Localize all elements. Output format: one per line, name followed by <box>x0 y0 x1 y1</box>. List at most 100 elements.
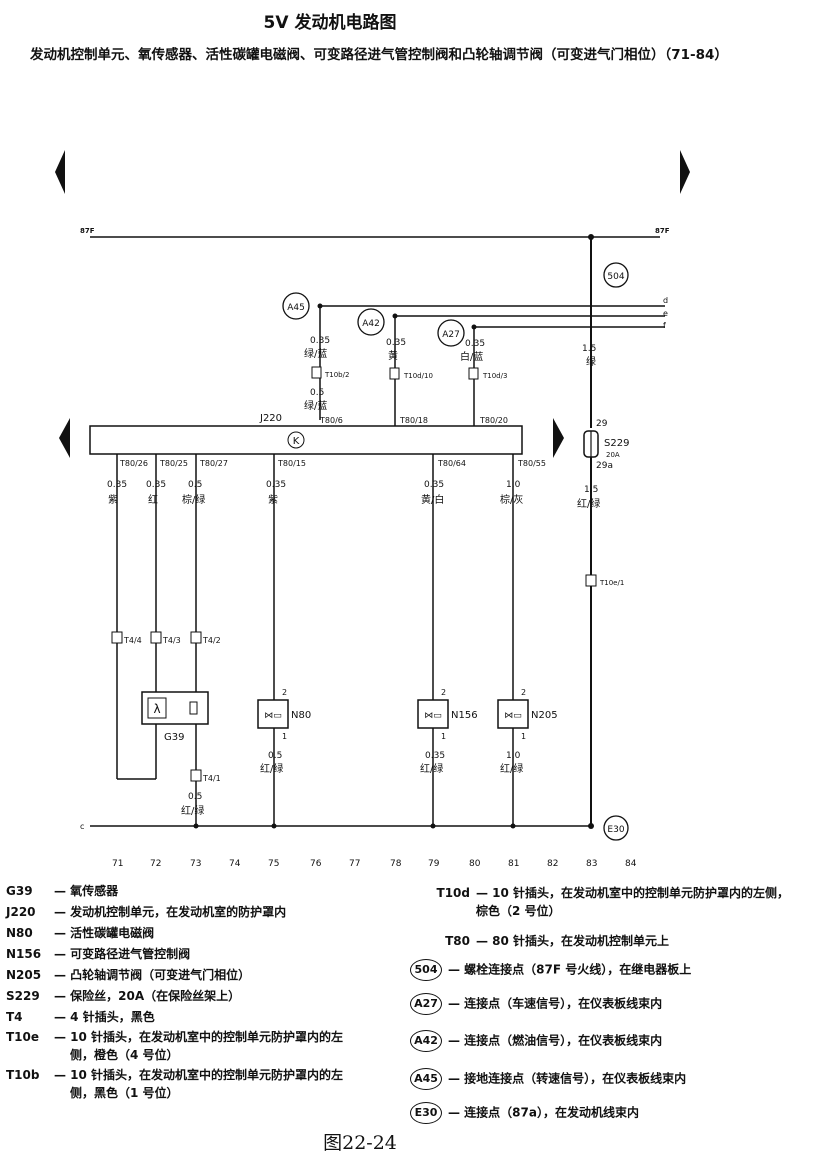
svg-text:T4/3: T4/3 <box>162 636 181 645</box>
svg-text:79: 79 <box>428 859 440 869</box>
svg-text:黄: 黄 <box>388 349 398 362</box>
svg-text:0.5: 0.5 <box>310 388 324 398</box>
svg-text:0.35: 0.35 <box>266 480 286 490</box>
junction-a27 <box>437 319 465 347</box>
svg-text:T80/64: T80/64 <box>437 459 466 468</box>
valve-n156 <box>417 699 449 729</box>
svg-text:N205: N205 <box>531 710 558 721</box>
svg-text:T80/18: T80/18 <box>399 416 428 425</box>
svg-text:T10e/1: T10e/1 <box>599 579 624 587</box>
label-e: e <box>663 309 668 318</box>
next-page-arrow-top[interactable] <box>680 150 690 194</box>
svg-text:绿/蓝: 绿/蓝 <box>304 347 327 360</box>
svg-text:77: 77 <box>349 859 360 869</box>
svg-text:G39: G39 <box>164 732 184 743</box>
svg-text:红/绿: 红/绿 <box>577 497 600 510</box>
svg-text:N80: N80 <box>291 710 311 721</box>
next-page-arrow-mid[interactable] <box>553 418 564 458</box>
svg-text:T80/20: T80/20 <box>479 416 508 425</box>
svg-text:83: 83 <box>586 859 597 869</box>
svg-text:T4/1: T4/1 <box>202 774 221 783</box>
svg-text:75: 75 <box>268 859 279 869</box>
svg-text:84: 84 <box>625 859 637 869</box>
svg-text:78: 78 <box>390 859 402 869</box>
svg-text:白/蓝: 白/蓝 <box>460 350 483 363</box>
svg-text:c: c <box>80 822 84 831</box>
svg-text:紫: 紫 <box>108 494 118 506</box>
svg-text:棕/灰: 棕/灰 <box>500 493 523 506</box>
svg-text:0.35: 0.35 <box>425 751 445 761</box>
svg-text:1: 1 <box>441 732 446 741</box>
svg-text:红: 红 <box>148 493 158 506</box>
junction-504 <box>603 262 629 288</box>
junction-e30 <box>603 815 629 841</box>
valve-n80 <box>257 699 289 729</box>
figure-caption: 图22-24 <box>323 1132 397 1154</box>
svg-text:黄/白: 黄/白 <box>421 493 444 506</box>
svg-text:⋈▭: ⋈▭ <box>424 711 442 721</box>
svg-text:82: 82 <box>547 859 558 869</box>
junction-a45 <box>282 292 310 320</box>
junction-a45-label: A45 <box>287 303 305 313</box>
rail-87f-label-right: 87F <box>655 227 670 235</box>
svg-text:T80/27: T80/27 <box>199 459 228 468</box>
svg-text:29: 29 <box>596 419 608 429</box>
svg-text:0.5: 0.5 <box>188 792 202 802</box>
svg-text:T4/2: T4/2 <box>202 636 221 645</box>
svg-text:80: 80 <box>469 859 481 869</box>
svg-text:绿: 绿 <box>586 355 596 368</box>
svg-text:红/绿: 红/绿 <box>181 804 204 817</box>
svg-text:T10b/2: T10b/2 <box>324 371 349 379</box>
prev-page-arrow-mid[interactable] <box>59 418 70 458</box>
svg-text:T80/6: T80/6 <box>319 416 343 425</box>
rail-87f-label-left: 87F <box>80 227 95 235</box>
svg-text:1.5: 1.5 <box>584 485 598 495</box>
svg-text:T80/26: T80/26 <box>119 459 148 468</box>
svg-text:1.0: 1.0 <box>506 480 521 490</box>
junction-a42-label: A42 <box>362 319 380 329</box>
svg-text:N156: N156 <box>451 710 478 721</box>
svg-text:T80/25: T80/25 <box>159 459 188 468</box>
svg-text:20A: 20A <box>606 451 620 459</box>
svg-text:1.0: 1.0 <box>506 751 521 761</box>
svg-text:74: 74 <box>229 859 241 869</box>
svg-text:71: 71 <box>112 859 123 869</box>
svg-text:紫: 紫 <box>268 494 278 506</box>
prev-page-arrow-top[interactable] <box>55 150 65 194</box>
junction-504-label: 504 <box>607 272 624 282</box>
svg-text:0.35: 0.35 <box>386 338 406 348</box>
svg-text:绿/蓝: 绿/蓝 <box>304 399 327 412</box>
junction-a27-label: A27 <box>442 330 460 340</box>
svg-text:T10d/10: T10d/10 <box>403 372 433 380</box>
svg-text:0.35: 0.35 <box>465 339 485 349</box>
svg-text:红/绿: 红/绿 <box>420 762 443 775</box>
svg-text:73: 73 <box>190 859 201 869</box>
svg-text:λ: λ <box>153 702 160 716</box>
svg-text:29a: 29a <box>596 461 613 471</box>
column-numbers: 71 72 73 74 75 76 77 78 79 80 81 82 83 8… <box>112 859 637 869</box>
svg-text:0.35: 0.35 <box>310 336 330 346</box>
svg-text:0.35: 0.35 <box>424 480 444 490</box>
label-d: d <box>663 296 668 305</box>
svg-text:棕/绿: 棕/绿 <box>182 493 205 506</box>
svg-text:K: K <box>293 436 300 447</box>
svg-text:红/绿: 红/绿 <box>500 762 523 775</box>
svg-text:S229: S229 <box>604 438 629 449</box>
svg-text:⋈▭: ⋈▭ <box>504 711 522 721</box>
svg-text:T10d/3: T10d/3 <box>482 372 507 380</box>
ecu-symbol <box>287 431 305 449</box>
svg-text:1.5: 1.5 <box>582 344 596 354</box>
svg-text:红/绿: 红/绿 <box>260 762 283 775</box>
svg-text:1: 1 <box>521 732 526 741</box>
valve-n205 <box>497 699 529 729</box>
svg-text:2: 2 <box>441 688 446 697</box>
svg-text:T4/4: T4/4 <box>123 636 142 645</box>
svg-text:2: 2 <box>521 688 526 697</box>
svg-text:0.35: 0.35 <box>107 480 127 490</box>
page-subtitle: 发动机控制单元、氧传感器、活性碳罐电磁阀、可变路径进气管控制阀和凸轮轴调节阀（可… <box>30 47 728 63</box>
junction-a42 <box>357 308 385 336</box>
svg-text:T80/55: T80/55 <box>517 459 546 468</box>
wiring-diagram: 87F 87F 504 d e f A45 0.35 绿/蓝 T10b/2 0.… <box>55 150 690 869</box>
svg-text:2: 2 <box>282 688 287 697</box>
svg-text:72: 72 <box>150 859 161 869</box>
